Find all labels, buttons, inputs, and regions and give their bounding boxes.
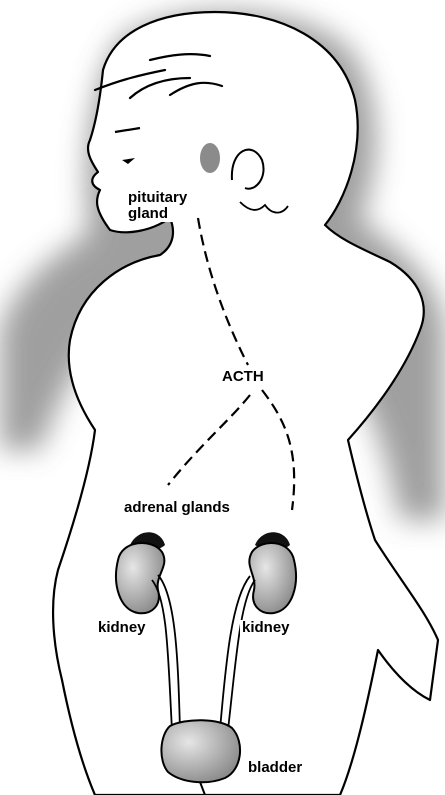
adrenal-glands-label: adrenal glands bbox=[122, 500, 232, 516]
kidney-label-left: kidney bbox=[96, 620, 148, 636]
bladder-shape bbox=[161, 720, 240, 782]
kidney-right-shape bbox=[249, 543, 296, 613]
kidney-left-shape bbox=[116, 543, 164, 613]
pituitary-gland-label: pituitary gland bbox=[126, 190, 189, 222]
bladder-label: bladder bbox=[246, 760, 304, 776]
kidney-label-right: kidney bbox=[240, 620, 292, 636]
acth-label: ACTH bbox=[220, 369, 266, 385]
pituitary-label-line2: gland bbox=[128, 206, 187, 222]
pituitary-label-line1: pituitary bbox=[128, 190, 187, 206]
pituitary-shadow bbox=[200, 143, 220, 173]
